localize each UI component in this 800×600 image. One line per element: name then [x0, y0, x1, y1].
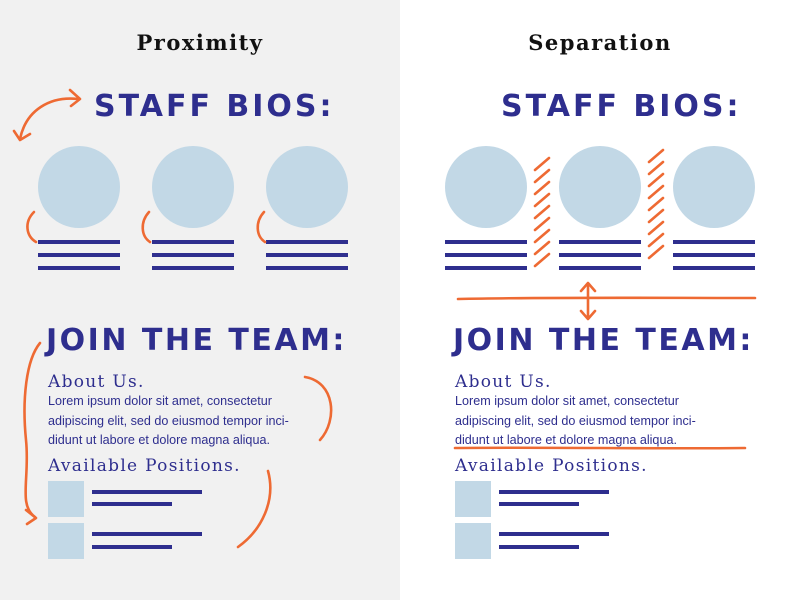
- available-positions-heading: Available Positions.: [48, 456, 241, 476]
- staff-bio-line: [673, 266, 755, 270]
- arrowhead-annotation: [12, 129, 32, 142]
- staff-bio-line: [266, 266, 348, 270]
- position-line: [499, 545, 579, 549]
- staff-bio-line: [152, 266, 234, 270]
- proximity-panel: Proximity STAFF BIOS: JOIN THE TEAM: Abo…: [0, 0, 400, 600]
- staff-photo-placeholder: [152, 146, 234, 228]
- bracket-annotation: [256, 210, 267, 244]
- staff-bio-line: [266, 253, 348, 257]
- separator-line-annotation: [456, 296, 757, 301]
- staff-photo-placeholder: [445, 146, 527, 228]
- staff-bio-line: [673, 253, 755, 257]
- staff-bio-line: [559, 240, 641, 244]
- staff-bio-line: [266, 240, 348, 244]
- staff-bio-line: [38, 240, 120, 244]
- about-us-text: Lorem ipsum dolor sit amet, consectetur …: [48, 394, 289, 447]
- position-thumbnail: [48, 523, 84, 559]
- separation-panel: Separation STAFF BIOS: JOIN THE TEAM: Ab…: [400, 0, 800, 600]
- available-positions-heading: Available Positions.: [455, 456, 648, 476]
- bracket-annotation: [23, 341, 42, 519]
- staff-photo-placeholder: [266, 146, 348, 228]
- panel-title: Separation: [528, 30, 672, 55]
- arrowhead-annotation: [24, 508, 38, 526]
- staff-bio-line: [445, 253, 527, 257]
- panel-title: Proximity: [136, 30, 264, 55]
- about-us-heading: About Us.: [455, 372, 552, 392]
- bracket-annotation: [236, 469, 272, 549]
- position-line: [92, 545, 172, 549]
- bracket-annotation: [26, 210, 38, 244]
- hatch-separator-annotation: [647, 148, 665, 260]
- join-the-team-heading: JOIN THE TEAM:: [453, 323, 754, 358]
- staff-bio-line: [38, 266, 120, 270]
- bracket-annotation: [141, 210, 152, 244]
- arrowhead-annotation: [579, 309, 597, 321]
- arrowhead-annotation: [68, 88, 82, 108]
- staff-photo-placeholder: [559, 146, 641, 228]
- staff-bio-line: [38, 253, 120, 257]
- position-line: [92, 502, 172, 506]
- position-line: [499, 490, 609, 494]
- staff-bio-line: [152, 240, 234, 244]
- staff-bio-line: [559, 266, 641, 270]
- position-line: [499, 502, 579, 506]
- staff-bios-heading: STAFF BIOS:: [94, 89, 335, 124]
- position-line: [92, 532, 202, 536]
- arrowhead-annotation: [579, 281, 597, 293]
- position-thumbnail: [455, 481, 491, 517]
- staff-bio-line: [445, 240, 527, 244]
- curved-double-arrow-annotation: [18, 97, 80, 141]
- position-line: [499, 532, 609, 536]
- staff-bio-line: [559, 253, 641, 257]
- about-us-heading: About Us.: [48, 372, 145, 392]
- staff-bio-line: [445, 266, 527, 270]
- staff-photo-placeholder: [38, 146, 120, 228]
- staff-bio-line: [152, 253, 234, 257]
- position-thumbnail: [48, 481, 84, 517]
- position-line: [92, 490, 202, 494]
- staff-bio-line: [673, 240, 755, 244]
- hatch-separator-annotation: [533, 156, 551, 268]
- staff-bios-heading: STAFF BIOS:: [501, 89, 742, 124]
- join-the-team-heading: JOIN THE TEAM:: [46, 323, 347, 358]
- position-thumbnail: [455, 523, 491, 559]
- staff-photo-placeholder: [673, 146, 755, 228]
- about-us-text: Lorem ipsum dolor sit amet, consectetur …: [455, 394, 696, 447]
